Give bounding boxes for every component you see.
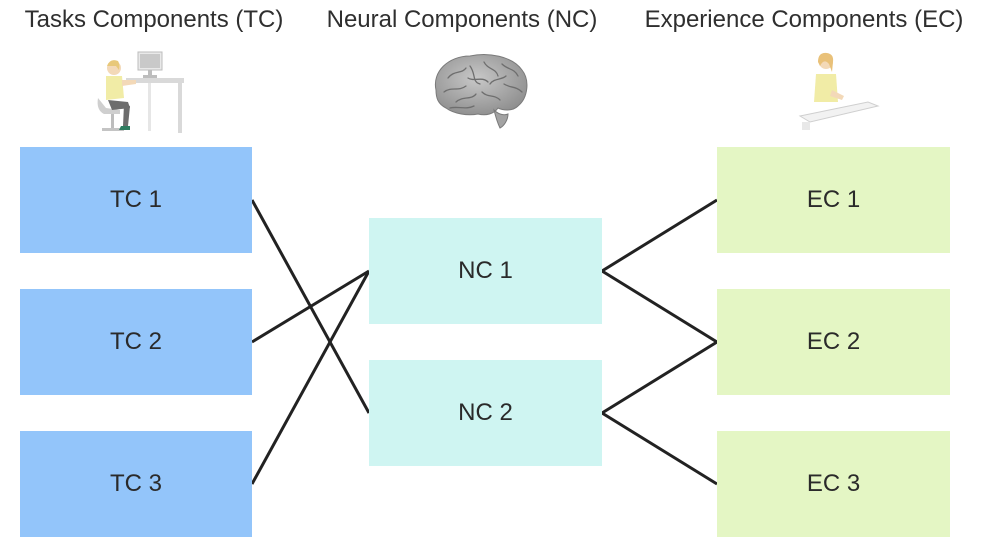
ec-3-label: EC 3 [806,470,861,497]
ec-3-box: EC 3 [717,431,950,537]
nc-1-label: NC 1 [458,257,513,284]
tc-2-label: TC 2 [109,328,162,355]
experience-components-header: Experience Components (EC) [644,6,964,33]
connector-nc1-to-ec2 [601,269,718,344]
tc-2-box: TC 2 [20,289,252,395]
tc-1-box: TC 1 [20,147,252,253]
neural-components-header: Neural Components (NC) [326,6,598,33]
tasks-components-header: Tasks Components (TC) [24,6,284,33]
tc-3-label: TC 3 [109,470,162,497]
connector-tc3-to-nc1 [250,270,371,485]
ec-1-box: EC 1 [717,147,950,253]
nc-2-box: NC 2 [369,360,602,466]
tc-3-box: TC 3 [20,431,252,537]
ec-2-label: EC 2 [806,328,861,355]
person-writing-icon [798,52,880,130]
connector-nc1-to-ec1 [601,198,718,273]
brain-icon [434,54,528,129]
nc-2-label: NC 2 [458,399,513,426]
nc-1-box: NC 1 [369,218,602,324]
connector-nc2-to-ec2 [601,340,718,415]
person-at-desk-icon [97,51,184,133]
ec-2-box: EC 2 [717,289,950,395]
connector-nc2-to-ec3 [601,411,718,486]
ec-1-label: EC 1 [806,186,861,213]
connector-tc2-to-nc1 [251,269,370,344]
tc-1-label: TC 1 [109,186,162,213]
